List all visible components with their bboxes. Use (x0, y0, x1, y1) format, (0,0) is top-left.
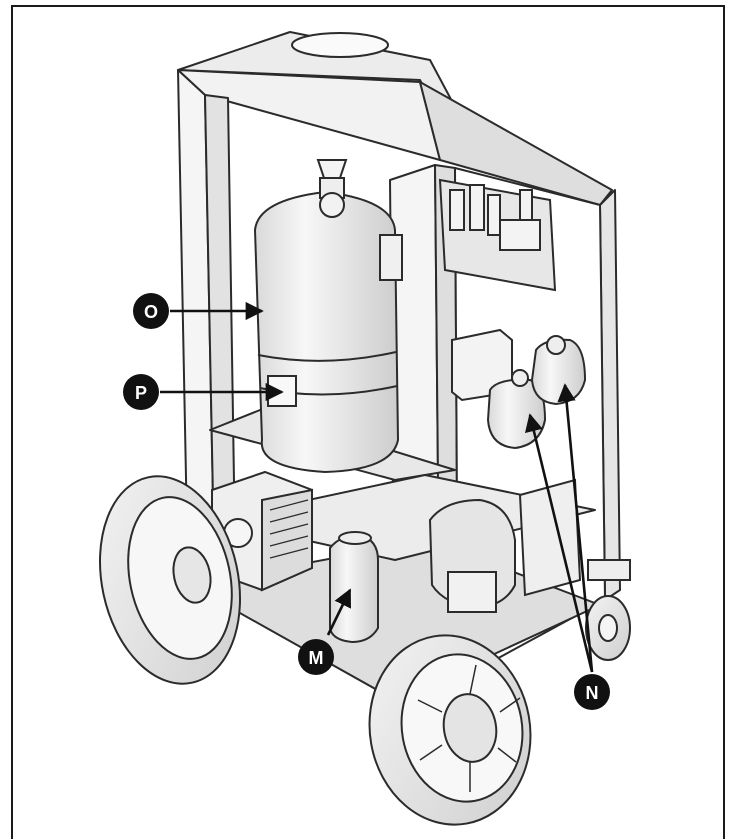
leader-lines (160, 301, 594, 673)
arrow-m (326, 588, 352, 636)
callout-p-label: P (135, 383, 147, 403)
filter-housings (451, 328, 587, 450)
callout-p: P (123, 374, 159, 410)
control-plate (379, 234, 403, 281)
oil-canister (329, 531, 379, 644)
callout-n: N (574, 674, 610, 710)
callout-o: O (133, 293, 169, 329)
vacuum-pump (211, 470, 313, 592)
callout-m-label: M (309, 648, 324, 668)
compressor (428, 478, 582, 613)
arrow-n-1 (524, 413, 594, 673)
arrow-n-2 (557, 383, 594, 673)
valve-assembly (438, 178, 557, 292)
wheel-front-right (368, 634, 532, 826)
wheel-front-left (98, 475, 242, 685)
callout-m: M (298, 639, 334, 675)
callout-n-label: N (586, 683, 599, 703)
rear-caster (585, 559, 631, 661)
callout-o-label: O (144, 302, 158, 322)
figure-border (11, 5, 725, 839)
tank (253, 159, 400, 474)
